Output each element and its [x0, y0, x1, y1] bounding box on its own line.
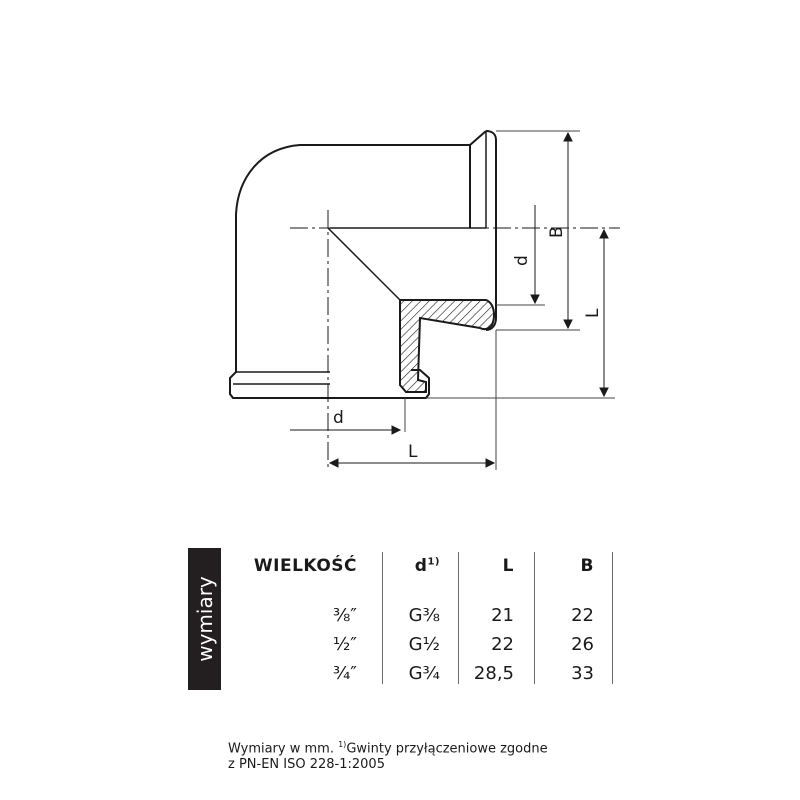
- cell-thread: G½: [408, 634, 440, 655]
- hatched-section: [399, 299, 495, 393]
- cell-size: ¾″: [332, 663, 357, 684]
- footnote-line-1: Wymiary w mm. 1)Gwinty przyłączeniowe zg…: [228, 740, 548, 757]
- dimension-label-B-right: B: [547, 226, 567, 238]
- column-divider: [612, 552, 613, 684]
- dimension-d-bottom: [290, 425, 402, 435]
- header-size: WIELKOŚĆ: [253, 556, 357, 576]
- dimensions-table: wymiary WIELKOŚĆ d1) L B ⅜″ G⅜ 21 22 ½″ …: [188, 548, 618, 690]
- table-row: ½″ G½ 22 26: [221, 634, 618, 662]
- outer-top-flange: [469, 130, 497, 331]
- dimension-label-d-bottom: d: [333, 408, 344, 428]
- header-thread: d1): [414, 556, 440, 576]
- cell-size: ⅜″: [332, 605, 357, 626]
- table-row: ⅜″ G⅜ 21 22: [221, 605, 618, 633]
- elbow-fitting-drawing: d L d B L: [229, 130, 620, 470]
- dimension-label-d-right: d: [512, 255, 532, 266]
- bottom-socket-lip: [233, 371, 330, 385]
- cell-B: 33: [571, 663, 594, 684]
- column-divider: [382, 552, 383, 684]
- dimension-B-right: [563, 131, 573, 330]
- cell-thread: G⅜: [408, 605, 440, 626]
- footnote-line-2: z PN-EN ISO 228-1:2005: [228, 757, 385, 773]
- header-L: L: [502, 556, 514, 576]
- dimension-d-right: [530, 205, 540, 305]
- inner-diagonal: [327, 227, 486, 301]
- dimension-label-L-bottom: L: [408, 442, 418, 462]
- column-divider: [534, 552, 535, 684]
- cell-size: ½″: [332, 634, 357, 655]
- dimension-label-L-right: L: [583, 308, 603, 318]
- footnote: Wymiary w mm. 1)Gwinty przyłączeniowe zg…: [228, 737, 548, 773]
- cell-B: 26: [571, 634, 594, 655]
- cell-L: 21: [491, 605, 514, 626]
- header-B: B: [580, 556, 594, 576]
- column-divider: [458, 552, 459, 684]
- cell-L: 22: [491, 634, 514, 655]
- extension-lines: [404, 130, 615, 470]
- dimension-L-bottom: [328, 458, 496, 468]
- cell-L: 28,5: [473, 663, 514, 684]
- side-label: wymiary: [192, 576, 217, 662]
- elbow-outer-outline: [229, 130, 487, 399]
- cell-B: 22: [571, 605, 594, 626]
- table-row: ¾″ G¾ 28,5 33: [221, 663, 618, 691]
- cell-thread: G¾: [408, 663, 440, 684]
- dimension-L-right: [599, 228, 609, 398]
- side-label-tab: wymiary: [188, 548, 221, 690]
